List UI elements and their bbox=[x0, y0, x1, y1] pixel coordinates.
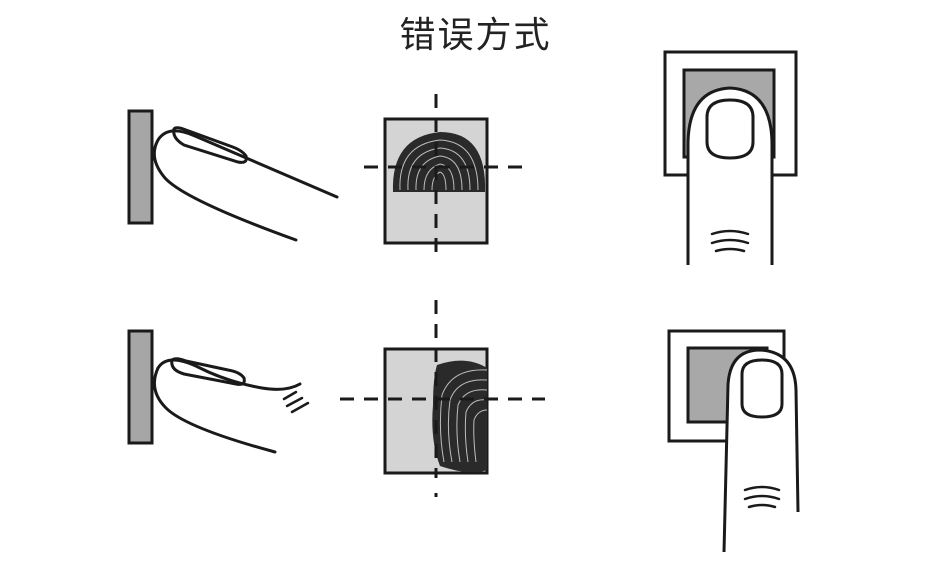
sensor-bar-icon bbox=[127, 109, 154, 225]
crosshair-lines bbox=[340, 300, 545, 478]
finger-side-view-tip-icon bbox=[152, 357, 310, 454]
finger-front-view-too-high-icon bbox=[686, 86, 774, 265]
finger-front-view-offset-right-icon bbox=[722, 348, 800, 553]
row-2-side-view bbox=[127, 329, 310, 454]
row-1-fingerprint-view bbox=[364, 94, 532, 262]
row-2-front-view bbox=[667, 329, 800, 553]
row-1-front-view bbox=[663, 50, 798, 265]
row-1-side-view bbox=[127, 109, 339, 242]
fingerprint-top-only-icon bbox=[392, 132, 486, 192]
diagram-title: 错误方式 bbox=[399, 15, 552, 56]
row-2-fingerprint-view bbox=[340, 300, 545, 497]
sensor-bar-icon bbox=[127, 329, 154, 445]
fingerprint-right-only-icon bbox=[432, 360, 487, 473]
crosshair-lines bbox=[364, 94, 532, 262]
finger-side-view-icon bbox=[152, 126, 339, 242]
